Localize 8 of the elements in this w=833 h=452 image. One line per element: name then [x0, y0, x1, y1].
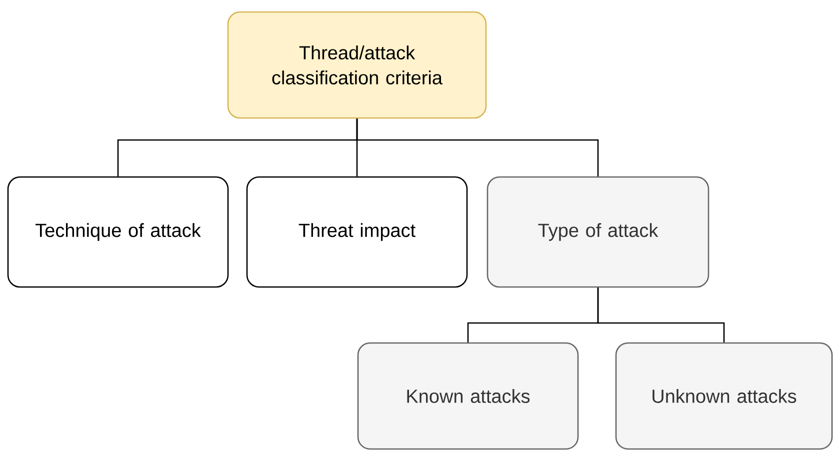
- box: Unknown attacks: [615, 342, 833, 450]
- box: Thread/attack classification criteria: [227, 11, 487, 119]
- box: Technique of attack: [7, 176, 229, 288]
- box: Known attacks: [357, 342, 579, 450]
- box: Threat impact: [246, 176, 468, 288]
- connector-line: [597, 288, 725, 342]
- connector-line: [356, 118, 599, 176]
- box: Type of attack: [486, 176, 710, 288]
